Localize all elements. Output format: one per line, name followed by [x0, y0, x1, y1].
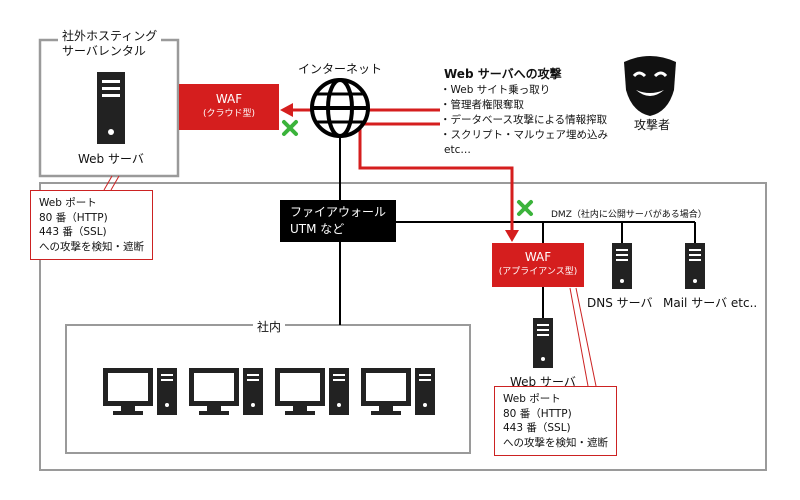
internal-label: 社内 — [253, 318, 286, 335]
dmz-web-server-label: Web サーバ — [510, 375, 576, 389]
callout-line: 443 番（SSL) — [503, 422, 571, 434]
dns-server-label: DNS サーバ — [587, 296, 653, 310]
waf-cloud-label: WAF — [215, 92, 243, 106]
server-icon — [685, 243, 705, 289]
attacker-label: 攻撃者 — [634, 118, 671, 132]
mail-server-label: Mail サーバ etc.. — [663, 296, 758, 310]
firewall-line2: UTM など — [290, 222, 345, 236]
attack-item: etc… — [444, 144, 471, 156]
pc-icon — [361, 368, 435, 415]
pc-icon — [103, 368, 177, 415]
attack-arrow-to-appliance-waf — [358, 122, 514, 232]
attacks-title: Web サーバへの攻撃 — [444, 67, 562, 81]
attacker-mask-icon — [624, 56, 676, 116]
company-frame — [39, 182, 767, 471]
callout-line: Web ポート — [503, 393, 561, 405]
callout-line: への攻撃を検知・遮断 — [39, 240, 144, 253]
attack-item: ・データベース攻撃による情報搾取 — [440, 114, 608, 126]
callout-line: Web ポート — [39, 197, 97, 209]
callout-line: 80 番（HTTP) — [39, 211, 108, 224]
arrowhead-left — [280, 103, 293, 117]
hosting-title: 社外ホスティング サーバレンタル — [58, 29, 162, 59]
server-icon — [97, 72, 125, 144]
waf-appliance-label: WAF — [524, 250, 552, 264]
arrowhead-down — [505, 230, 519, 242]
pc-icon — [189, 368, 263, 415]
dmz-label: DMZ（社内に公開サーバがある場合） — [551, 210, 707, 220]
callout-top: Web ポート 80 番（HTTP) 443 番（SSL) への攻撃を検知・遮断 — [30, 190, 153, 260]
callout-top-leader — [103, 175, 120, 191]
firewall-line1: ファイアウォール — [290, 205, 387, 219]
callout-bottom-leader — [569, 287, 597, 387]
server-icon — [612, 243, 632, 289]
waf-cloud-box: WAF (クラウド型) — [179, 84, 279, 130]
internet-label: インターネット — [298, 62, 383, 76]
callout-line: 80 番（HTTP) — [503, 407, 572, 420]
waf-appliance-sub: (アプライアンス型) — [498, 267, 578, 277]
pc-icon — [275, 368, 349, 415]
callout-line: への攻撃を検知・遮断 — [503, 436, 608, 449]
attack-item: ・Web サイト乗っ取り — [440, 84, 551, 96]
waf-appliance-box: WAF (アプライアンス型) — [492, 243, 584, 287]
hosting-web-server-label: Web サーバ — [78, 152, 144, 166]
callout-line: 443 番（SSL) — [39, 226, 107, 238]
attack-item: ・スクリプト・マルウェア埋め込み — [440, 129, 608, 141]
attacks-panel: Web サーバへの攻撃 ・Web サイト乗っ取り ・管理者権限奪取 ・データベー… — [440, 65, 608, 158]
firewall-box: ファイアウォール UTM など — [280, 200, 397, 242]
waf-cloud-sub: (クラウド型) — [202, 109, 256, 119]
block-mark-icon — [517, 200, 533, 216]
block-mark-icon — [282, 120, 298, 136]
attack-item: ・管理者権限奪取 — [440, 99, 524, 111]
globe-icon — [310, 78, 370, 138]
server-icon — [533, 318, 553, 368]
callout-bottom: Web ポート 80 番（HTTP) 443 番（SSL) への攻撃を検知・遮断 — [494, 386, 617, 456]
hosting-title-line2: サーバレンタル — [62, 44, 146, 58]
hosting-title-line1: 社外ホスティング — [62, 29, 158, 43]
